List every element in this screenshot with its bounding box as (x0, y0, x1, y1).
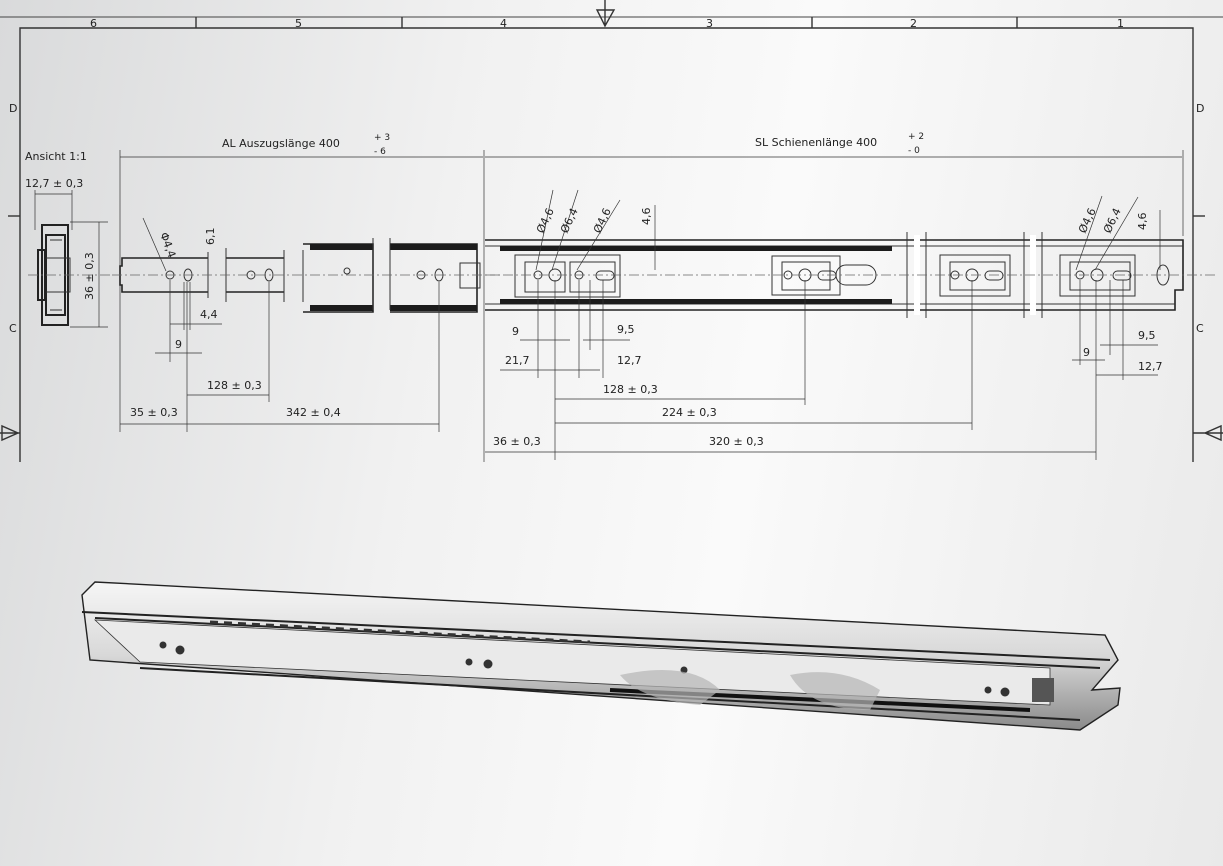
zone-c-left: C (9, 322, 17, 335)
sl-tol-plus: + 2 (908, 132, 924, 142)
view-width-dim: 12,7 ± 0,3 (25, 177, 83, 190)
section-view: Ansicht 1:1 12,7 ± 0,3 36 ± 0,3 (25, 150, 112, 328)
sheet-frame (0, 0, 1223, 462)
sl-start-36: 36 ± 0,3 (493, 435, 541, 448)
sl-dim-21-7: 21,7 (505, 354, 530, 367)
zone-d-right: D (1196, 102, 1204, 115)
al-span: 342 ± 0,4 (286, 406, 341, 419)
zone-1: 1 (1117, 17, 1124, 30)
sl-right-hole-dia-1: Ø4,6 (1076, 206, 1099, 235)
sl-right-dim-9-5: 9,5 (1138, 329, 1156, 342)
al-pitch: 128 ± 0,3 (207, 379, 262, 392)
sl-right-slot-height: 4,6 (1136, 213, 1149, 231)
sl-hole-dia-3: Ø4,6 (591, 206, 614, 235)
al-tol-minus: - 6 (374, 147, 386, 157)
al-start: 35 ± 0,3 (130, 406, 178, 419)
sl-right-dim-12-7: 12,7 (1138, 360, 1163, 373)
sl-tol-minus: - 0 (908, 146, 920, 156)
sl-rail: SL Schienenlänge 400 + 2 - 0 (485, 132, 1215, 460)
zone-6: 6 (90, 17, 97, 30)
zone-labels: 6 5 4 3 2 1 D C D C (9, 17, 1204, 335)
zone-2: 2 (910, 17, 917, 30)
sl-dim-12-7: 12,7 (617, 354, 642, 367)
sl-slot-height: 4,6 (640, 208, 653, 226)
sl-hole-dia-1: Ø4,6 (534, 206, 557, 235)
al-hole-dia: Φ4,4 (157, 231, 178, 260)
view-height-dim: 36 ± 0,3 (83, 252, 96, 300)
al-slot-width: 4,4 (200, 308, 218, 321)
al-tol-plus: + 3 (374, 133, 390, 143)
sl-pitch-224: 224 ± 0,3 (662, 406, 717, 419)
view-title: Ansicht 1:1 (25, 150, 87, 163)
sl-dim-9: 9 (512, 325, 519, 338)
zone-3: 3 (706, 17, 713, 30)
center-mark-top-icon (595, 0, 616, 28)
zone-c-right: C (1196, 322, 1204, 335)
zone-5: 5 (295, 17, 302, 30)
sl-span-320: 320 ± 0,3 (709, 435, 764, 448)
al-extension-rail: AL Auszugslänge 400 + 3 - 6 Φ4,4 6,1 4,4… (112, 133, 500, 462)
zone-d-left: D (9, 102, 17, 115)
sl-right-dim-9: 9 (1083, 346, 1090, 359)
sl-dim-9-5: 9,5 (617, 323, 635, 336)
sl-hole-dia-2: Ø6,4 (558, 206, 581, 235)
al-label: AL Auszugslänge 400 (222, 137, 340, 150)
al-slot-height: 6,1 (204, 228, 217, 246)
center-mark-right-icon (1193, 424, 1223, 442)
sl-right-hole-dia-2: Ø6,4 (1101, 206, 1124, 235)
zone-4: 4 (500, 17, 507, 30)
center-mark-left-icon (0, 424, 20, 442)
rail-3d-render (81, 581, 1121, 731)
sl-label: SL Schienenlänge 400 (755, 136, 877, 149)
sl-pitch-128: 128 ± 0,3 (603, 383, 658, 396)
al-hole-spacing: 9 (175, 338, 182, 351)
